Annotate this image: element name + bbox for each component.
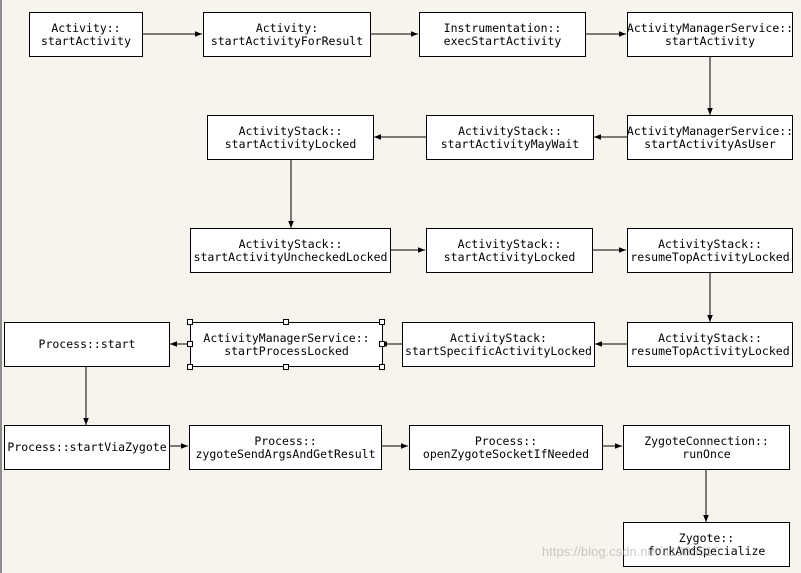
node-line: ActivityManagerService:: <box>627 123 793 138</box>
node-line: ZygoteConnection:: <box>644 433 769 448</box>
node-line: Process::startViaZygote <box>7 440 167 454</box>
node-zygote-forkandspecialize[interactable]: Zygote:: forkAndSpecialize <box>623 522 790 567</box>
node-line: startActivity <box>664 33 755 48</box>
selection-handle[interactable] <box>379 364 385 370</box>
node-process-openzygotesocketifneeded[interactable]: Process:: openZygoteSocketIfNeeded <box>409 425 603 470</box>
node-line: ActivityStack:: <box>457 236 562 251</box>
node-line: Activity:: <box>51 20 121 35</box>
node-line: execStartActivity <box>443 33 562 48</box>
node-activitystack-startactivitylocked-1[interactable]: ActivityStack:: startActivityLocked <box>207 115 374 160</box>
node-activity-startactivity[interactable]: Activity:: startActivity <box>29 12 143 57</box>
node-line: Activity: <box>255 20 319 35</box>
node-line: openZygoteSocketIfNeeded <box>422 446 590 461</box>
node-line: Instrumentation:: <box>443 20 562 35</box>
node-line: startActivityMayWait <box>440 136 580 151</box>
node-zygoteconnection-runonce[interactable]: ZygoteConnection:: runOnce <box>623 425 790 470</box>
node-line: ActivityManagerService:: <box>627 20 793 35</box>
node-line: ActivityStack:: <box>458 123 562 138</box>
node-line: startActivityLocked <box>443 249 576 264</box>
node-line: runOnce <box>682 446 731 461</box>
node-line: zygoteSendArgsAndGetResult <box>195 446 376 461</box>
node-line: startActivityUncheckedLocked <box>193 249 388 264</box>
node-activitystack-startactivitylocked-2[interactable]: ActivityStack:: startActivityLocked <box>426 228 593 273</box>
node-line: ActivityStack: <box>450 330 547 345</box>
selection-handle[interactable] <box>379 341 385 347</box>
node-line: startActivity <box>40 33 131 48</box>
node-line: startActivityLocked <box>224 136 357 151</box>
selection-handle[interactable] <box>283 364 289 370</box>
node-line: startActivityForResult <box>210 33 364 48</box>
node-line: ActivityManagerService:: <box>203 330 370 345</box>
node-activitystack-resumetopactivitylocked-2[interactable]: ActivityStack:: resumeTopActivityLocked <box>627 322 793 367</box>
node-line: resumeTopActivityLocked <box>630 343 790 358</box>
node-ams-startactivityasuser[interactable]: ActivityManagerService:: startActivityAs… <box>627 115 793 160</box>
node-line: Process:: <box>474 433 538 448</box>
node-line: startActivityAsUser <box>644 136 776 151</box>
node-activitystack-resumetopactivitylocked-1[interactable]: ActivityStack:: resumeTopActivityLocked <box>627 228 793 273</box>
node-line: startSpecificActivityLocked <box>405 343 592 358</box>
selection-handle[interactable] <box>187 364 193 370</box>
node-activitystack-startactivityuncheckedlocked[interactable]: ActivityStack:: startActivityUncheckedLo… <box>190 228 391 273</box>
selection-handle[interactable] <box>283 319 289 325</box>
node-line: forkAndSpecialize <box>647 543 766 558</box>
node-activity-startactivityforresult[interactable]: Activity: startActivityForResult <box>203 12 371 57</box>
node-line: ActivityStack:: <box>658 330 762 345</box>
node-line: ActivityStack:: <box>658 236 762 251</box>
node-ams-startactivity[interactable]: ActivityManagerService:: startActivity <box>627 12 793 57</box>
node-instrumentation-execstartactivity[interactable]: Instrumentation:: execStartActivity <box>419 12 586 57</box>
node-line: startProcessLocked <box>224 343 349 358</box>
selection-handle[interactable] <box>379 319 385 325</box>
node-process-startviazygote[interactable]: Process::startViaZygote <box>4 425 170 470</box>
node-activitystack-startactivitymaywait[interactable]: ActivityStack:: startActivityMayWait <box>426 115 594 160</box>
node-line: resumeTopActivityLocked <box>630 249 790 264</box>
selection-handle[interactable] <box>187 341 193 347</box>
node-ams-startprocesslocked[interactable]: ActivityManagerService:: startProcessLoc… <box>190 322 383 367</box>
selection-handle[interactable] <box>187 319 193 325</box>
watermark: https://blog.csdn.net/a1985010 <box>542 544 720 559</box>
node-line: ActivityStack:: <box>238 236 343 251</box>
node-line: Process::start <box>38 337 136 351</box>
node-activitystack-startspecificactivitylocked[interactable]: ActivityStack: startSpecificActivityLock… <box>402 322 595 367</box>
node-process-zygotesendargsandgetresult[interactable]: Process:: zygoteSendArgsAndGetResult <box>189 425 382 470</box>
node-line: ActivityStack:: <box>238 123 343 138</box>
node-line: Zygote:: <box>678 530 735 545</box>
node-line: Process:: <box>254 433 317 448</box>
node-process-start[interactable]: Process::start <box>4 322 170 367</box>
